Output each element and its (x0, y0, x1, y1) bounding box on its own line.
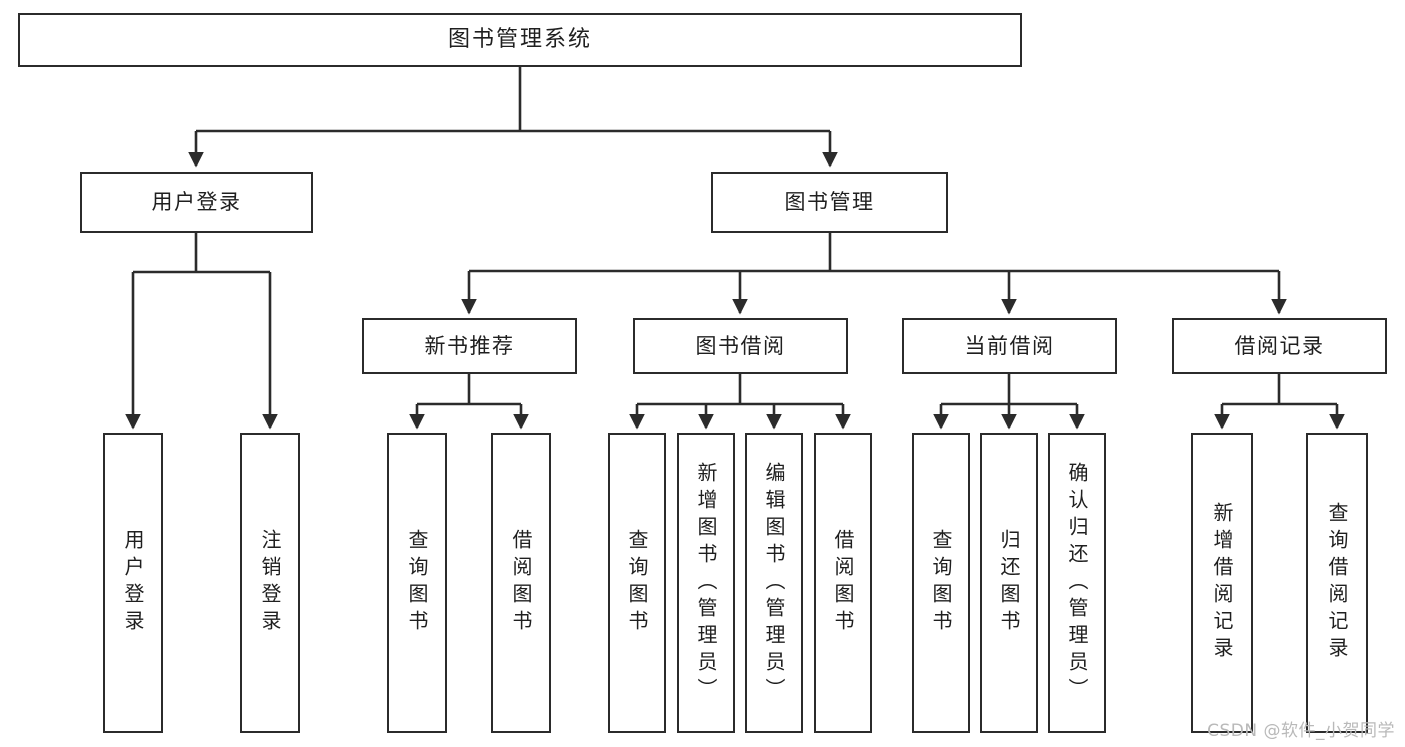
node-root-book-management-system[interactable]: 图书管理系统 (18, 13, 1022, 67)
leaf-query-book-recommend[interactable]: 查询图书 (387, 433, 447, 733)
node-new-book-recommend[interactable]: 新书推荐 (362, 318, 577, 374)
leaf-query-book-current[interactable]: 查询图书 (912, 433, 970, 733)
node-label: 查询借阅记录 (1325, 502, 1349, 664)
node-label: 用户登录 (151, 190, 242, 215)
leaf-query-borrow-record[interactable]: 查询借阅记录 (1306, 433, 1368, 733)
node-label: 查询图书 (405, 529, 429, 637)
csdn-watermark: CSDN @软件_小贺同学 (1207, 721, 1395, 741)
node-label: 查询图书 (929, 529, 953, 637)
leaf-add-book[interactable]: 新增图书（管理员） (677, 433, 735, 733)
node-label: 新书推荐 (424, 333, 515, 358)
leaf-borrow-book[interactable]: 借阅图书 (814, 433, 872, 733)
node-label: 注销登录 (258, 529, 282, 637)
node-book-manage[interactable]: 图书管理 (711, 172, 948, 233)
node-current-borrow[interactable]: 当前借阅 (902, 318, 1117, 374)
node-label: 新增图书（管理员） (694, 461, 718, 705)
node-label: 归还图书 (997, 529, 1021, 637)
node-label: 借阅记录 (1234, 333, 1325, 358)
node-borrow-record[interactable]: 借阅记录 (1172, 318, 1387, 374)
leaf-edit-book[interactable]: 编辑图书（管理员） (745, 433, 803, 733)
leaf-borrow-book-recommend[interactable]: 借阅图书 (491, 433, 551, 733)
node-book-borrow[interactable]: 图书借阅 (633, 318, 848, 374)
leaf-logout-login[interactable]: 注销登录 (240, 433, 300, 733)
node-label: 确认归还（管理员） (1065, 461, 1089, 705)
node-label: 当前借阅 (964, 333, 1055, 358)
leaf-confirm-return[interactable]: 确认归还（管理员） (1048, 433, 1106, 733)
node-label: 查询图书 (625, 529, 649, 637)
node-user-login[interactable]: 用户登录 (80, 172, 313, 233)
node-label: 借阅图书 (831, 529, 855, 637)
node-label: 用户登录 (121, 529, 145, 637)
leaf-return-book[interactable]: 归还图书 (980, 433, 1038, 733)
leaf-user-login[interactable]: 用户登录 (103, 433, 163, 733)
leaf-query-book-borrow[interactable]: 查询图书 (608, 433, 666, 733)
leaf-add-borrow-record[interactable]: 新增借阅记录 (1191, 433, 1253, 733)
node-label: 编辑图书（管理员） (762, 461, 786, 705)
node-label: 图书管理 (784, 190, 875, 215)
node-label: 图书管理系统 (447, 27, 592, 53)
node-label: 借阅图书 (509, 529, 533, 637)
node-label: 图书借阅 (695, 333, 786, 358)
node-label: 新增借阅记录 (1210, 502, 1234, 664)
